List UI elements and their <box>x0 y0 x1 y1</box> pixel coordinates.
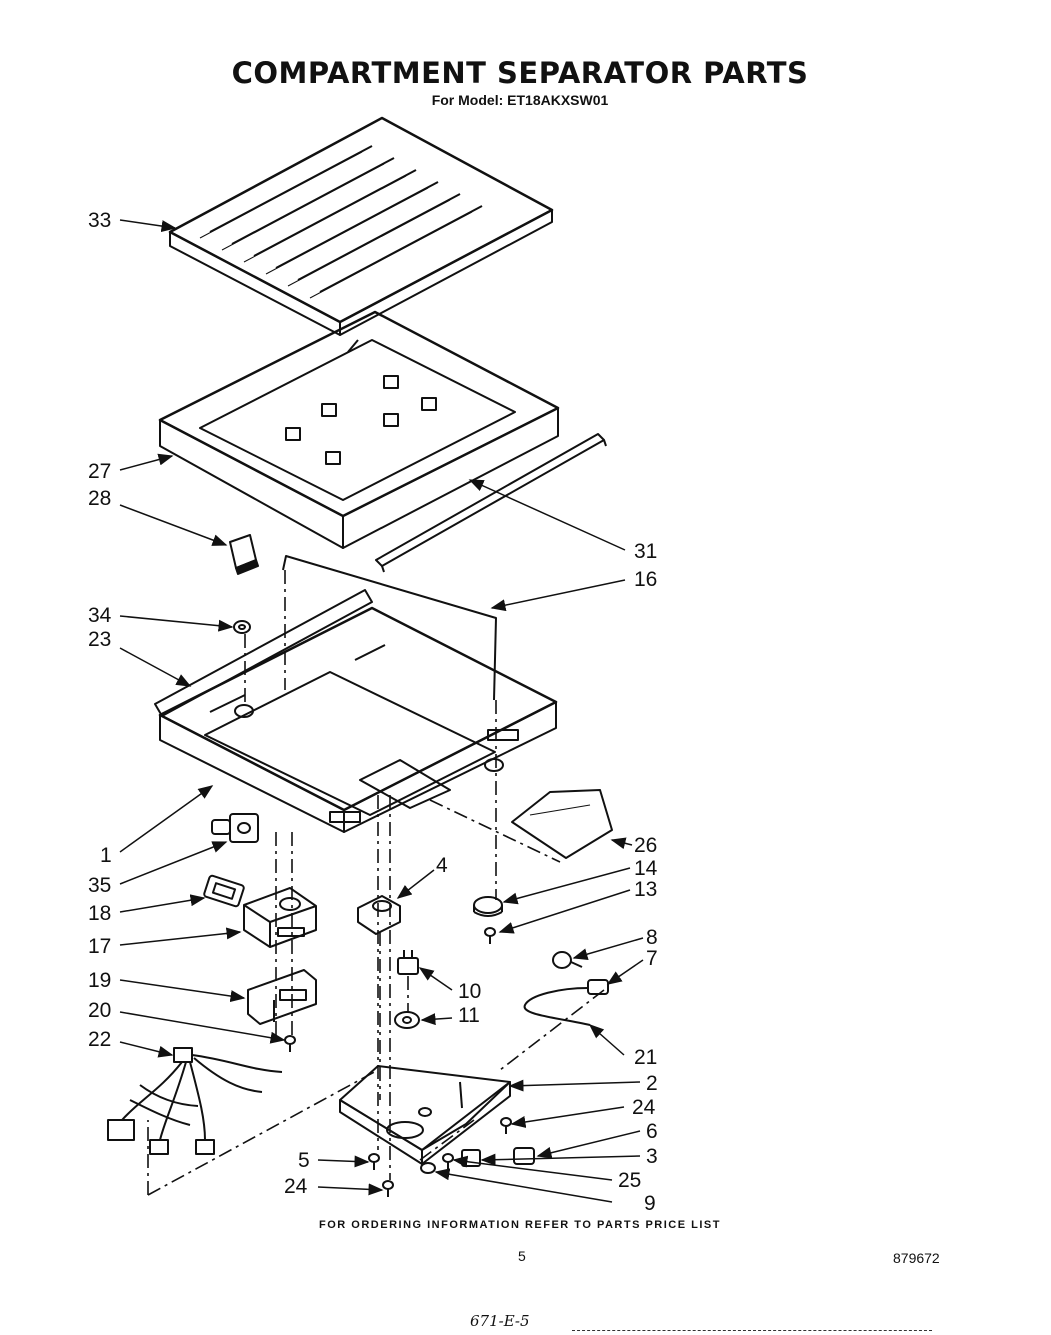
part-16-rod <box>282 555 497 701</box>
callout-16: 16 <box>634 568 657 591</box>
callout-19: 19 <box>88 969 111 992</box>
callout-35: 35 <box>88 874 111 897</box>
callout-3: 3 <box>646 1145 658 1168</box>
callout-1: 1 <box>100 844 112 867</box>
part-33-shelf-grille <box>168 116 554 336</box>
handwritten-note: 671-E-5 <box>470 1312 530 1330</box>
callout-26: 26 <box>634 834 657 857</box>
callout-33: 33 <box>88 209 111 232</box>
callout-28: 28 <box>88 487 111 510</box>
part-25-screw <box>442 1153 454 1170</box>
part-21-wire <box>523 987 591 1026</box>
callout-numbers: 33 27 28 31 16 34 23 1 35 18 17 19 20 22… <box>88 209 658 1215</box>
part-2-lower-tray <box>339 1065 511 1165</box>
part-6-plug <box>513 1147 535 1165</box>
model-subtitle: For Model: ET18AKXSW01 <box>431 92 609 108</box>
callout-21: 21 <box>634 1046 657 1069</box>
part-24-screw <box>500 1117 512 1134</box>
callout-24a: 24 <box>632 1096 656 1119</box>
callout-10: 10 <box>458 980 481 1003</box>
callout-5: 5 <box>298 1149 310 1172</box>
part-7-socket <box>587 979 609 995</box>
part-10-switch <box>397 950 419 975</box>
callout-18: 18 <box>88 902 111 925</box>
part-27-frame <box>158 310 560 549</box>
part-11-washer <box>394 1011 420 1029</box>
part-19-bracket <box>247 969 317 1025</box>
part-5-screw <box>368 1153 380 1170</box>
part-14-knob <box>473 896 503 917</box>
part-17-housing <box>243 887 317 948</box>
part-24b-screw <box>382 1180 394 1197</box>
callout-14: 14 <box>634 857 658 880</box>
part-13-screw <box>484 927 496 944</box>
callout-17: 17 <box>88 935 111 958</box>
ordering-note: FOR ORDERING INFORMATION REFER TO PARTS … <box>319 1219 721 1231</box>
page-number: 5 <box>518 1248 526 1264</box>
part-22-wire-harness <box>107 1047 283 1155</box>
part-28-block <box>229 534 259 575</box>
part-20-screw <box>284 1035 296 1052</box>
callout-23: 23 <box>88 628 111 651</box>
callout-4: 4 <box>436 854 448 877</box>
callout-6: 6 <box>646 1120 658 1143</box>
part-35-clip <box>211 813 259 843</box>
assembly-lines <box>147 570 605 1196</box>
part-1-separator-pan <box>154 589 558 833</box>
handwritten-underline <box>572 1330 932 1331</box>
callout-2: 2 <box>646 1072 658 1095</box>
callout-20: 20 <box>88 999 111 1022</box>
part-26-insulation <box>511 789 613 859</box>
callout-31: 31 <box>634 540 657 563</box>
part-8-bulb <box>552 951 583 969</box>
callout-9: 9 <box>644 1192 656 1215</box>
page-title: COMPARTMENT SEPARATOR PARTS <box>231 56 809 90</box>
part-4-connector <box>357 895 401 935</box>
callout-13: 13 <box>634 878 657 901</box>
callout-11: 11 <box>458 1004 480 1027</box>
part-9-grommet <box>420 1162 436 1174</box>
callout-22: 22 <box>88 1028 111 1051</box>
leader-lines <box>119 219 644 1203</box>
callout-24b: 24 <box>284 1175 308 1198</box>
document-number: 879672 <box>893 1250 940 1266</box>
callout-7: 7 <box>646 947 658 970</box>
callout-25: 25 <box>618 1169 641 1192</box>
part-31-strip <box>375 433 607 573</box>
callout-27: 27 <box>88 460 111 483</box>
callout-8: 8 <box>646 926 658 949</box>
callout-34: 34 <box>88 604 112 627</box>
part-34-grommet <box>233 620 251 634</box>
part-18-gasket <box>203 874 245 908</box>
